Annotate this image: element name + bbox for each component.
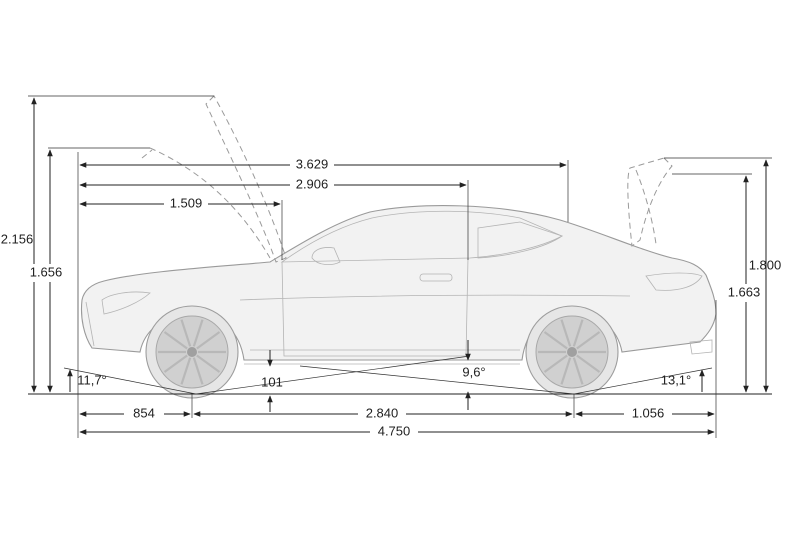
label-ground-clearance: 101 xyxy=(261,374,283,389)
label-rear-height: 1.663 xyxy=(728,284,761,299)
departure-angle-line xyxy=(573,367,713,395)
wheel-spoke xyxy=(192,319,204,347)
label-height: 1.656 xyxy=(30,264,63,279)
label-ramp-angle: 9,6° xyxy=(462,364,485,379)
headlight xyxy=(101,291,151,315)
wheel-spoke xyxy=(543,331,568,350)
label-front-overhang: 854 xyxy=(133,405,155,420)
wheel-spoke xyxy=(543,354,568,373)
open-trunk-outline xyxy=(627,157,673,247)
side-window xyxy=(280,210,563,263)
label-total-height-hood: 2.156 xyxy=(1,231,34,246)
label-departure-angle: 13,1° xyxy=(661,372,692,387)
door-outline xyxy=(281,257,469,357)
wheel-spoke xyxy=(560,357,572,385)
exhaust xyxy=(689,339,713,355)
label-length-hood-tip: 1.509 xyxy=(170,195,203,210)
extension-lines xyxy=(28,95,772,438)
label-length-hood-rear: 3.629 xyxy=(296,156,329,171)
wheel-spoke xyxy=(560,319,572,347)
ramp-angle-line-front xyxy=(195,355,471,395)
label-length-hood-door: 2.906 xyxy=(296,176,329,191)
rear-wheel xyxy=(525,305,619,399)
open-trunk-line-2 xyxy=(635,169,657,245)
wheel-spoke xyxy=(163,354,188,373)
wheel-spoke xyxy=(576,354,601,373)
label-trunk-open-height: 1.800 xyxy=(749,257,782,272)
dimension-labels: 2.156 1.656 1.800 1.663 3.629 2.906 1.50… xyxy=(1,156,800,440)
character-line xyxy=(239,294,631,301)
rear-quarter-window xyxy=(477,221,563,259)
wheel-spoke xyxy=(576,331,601,350)
label-rear-overhang: 1.056 xyxy=(632,405,665,420)
door-handle xyxy=(419,273,453,282)
wheel-spoke xyxy=(196,331,221,350)
label-wheelbase: 2.840 xyxy=(366,405,399,420)
label-total-length: 4.750 xyxy=(378,423,411,438)
wheel-spoke xyxy=(572,357,584,385)
wheel-spoke xyxy=(163,331,188,350)
approach-angle-line xyxy=(63,367,197,395)
wheel-spoke xyxy=(572,319,584,347)
wheel-spoke xyxy=(180,319,192,347)
open-hood-line-3 xyxy=(141,149,153,159)
front-grille xyxy=(85,301,95,347)
taillight xyxy=(645,272,703,291)
ramp-angle-line-rear xyxy=(299,365,575,395)
wheel-spoke xyxy=(196,354,221,373)
wheel-spoke xyxy=(192,357,204,385)
car-side-view xyxy=(80,95,717,399)
label-approach-angle: 11,7° xyxy=(77,372,107,387)
open-hood-line-2 xyxy=(149,147,271,259)
open-hood-outline xyxy=(205,95,287,263)
front-wheel xyxy=(145,305,239,399)
wheel-spoke xyxy=(180,357,192,385)
side-mirror xyxy=(311,247,341,266)
